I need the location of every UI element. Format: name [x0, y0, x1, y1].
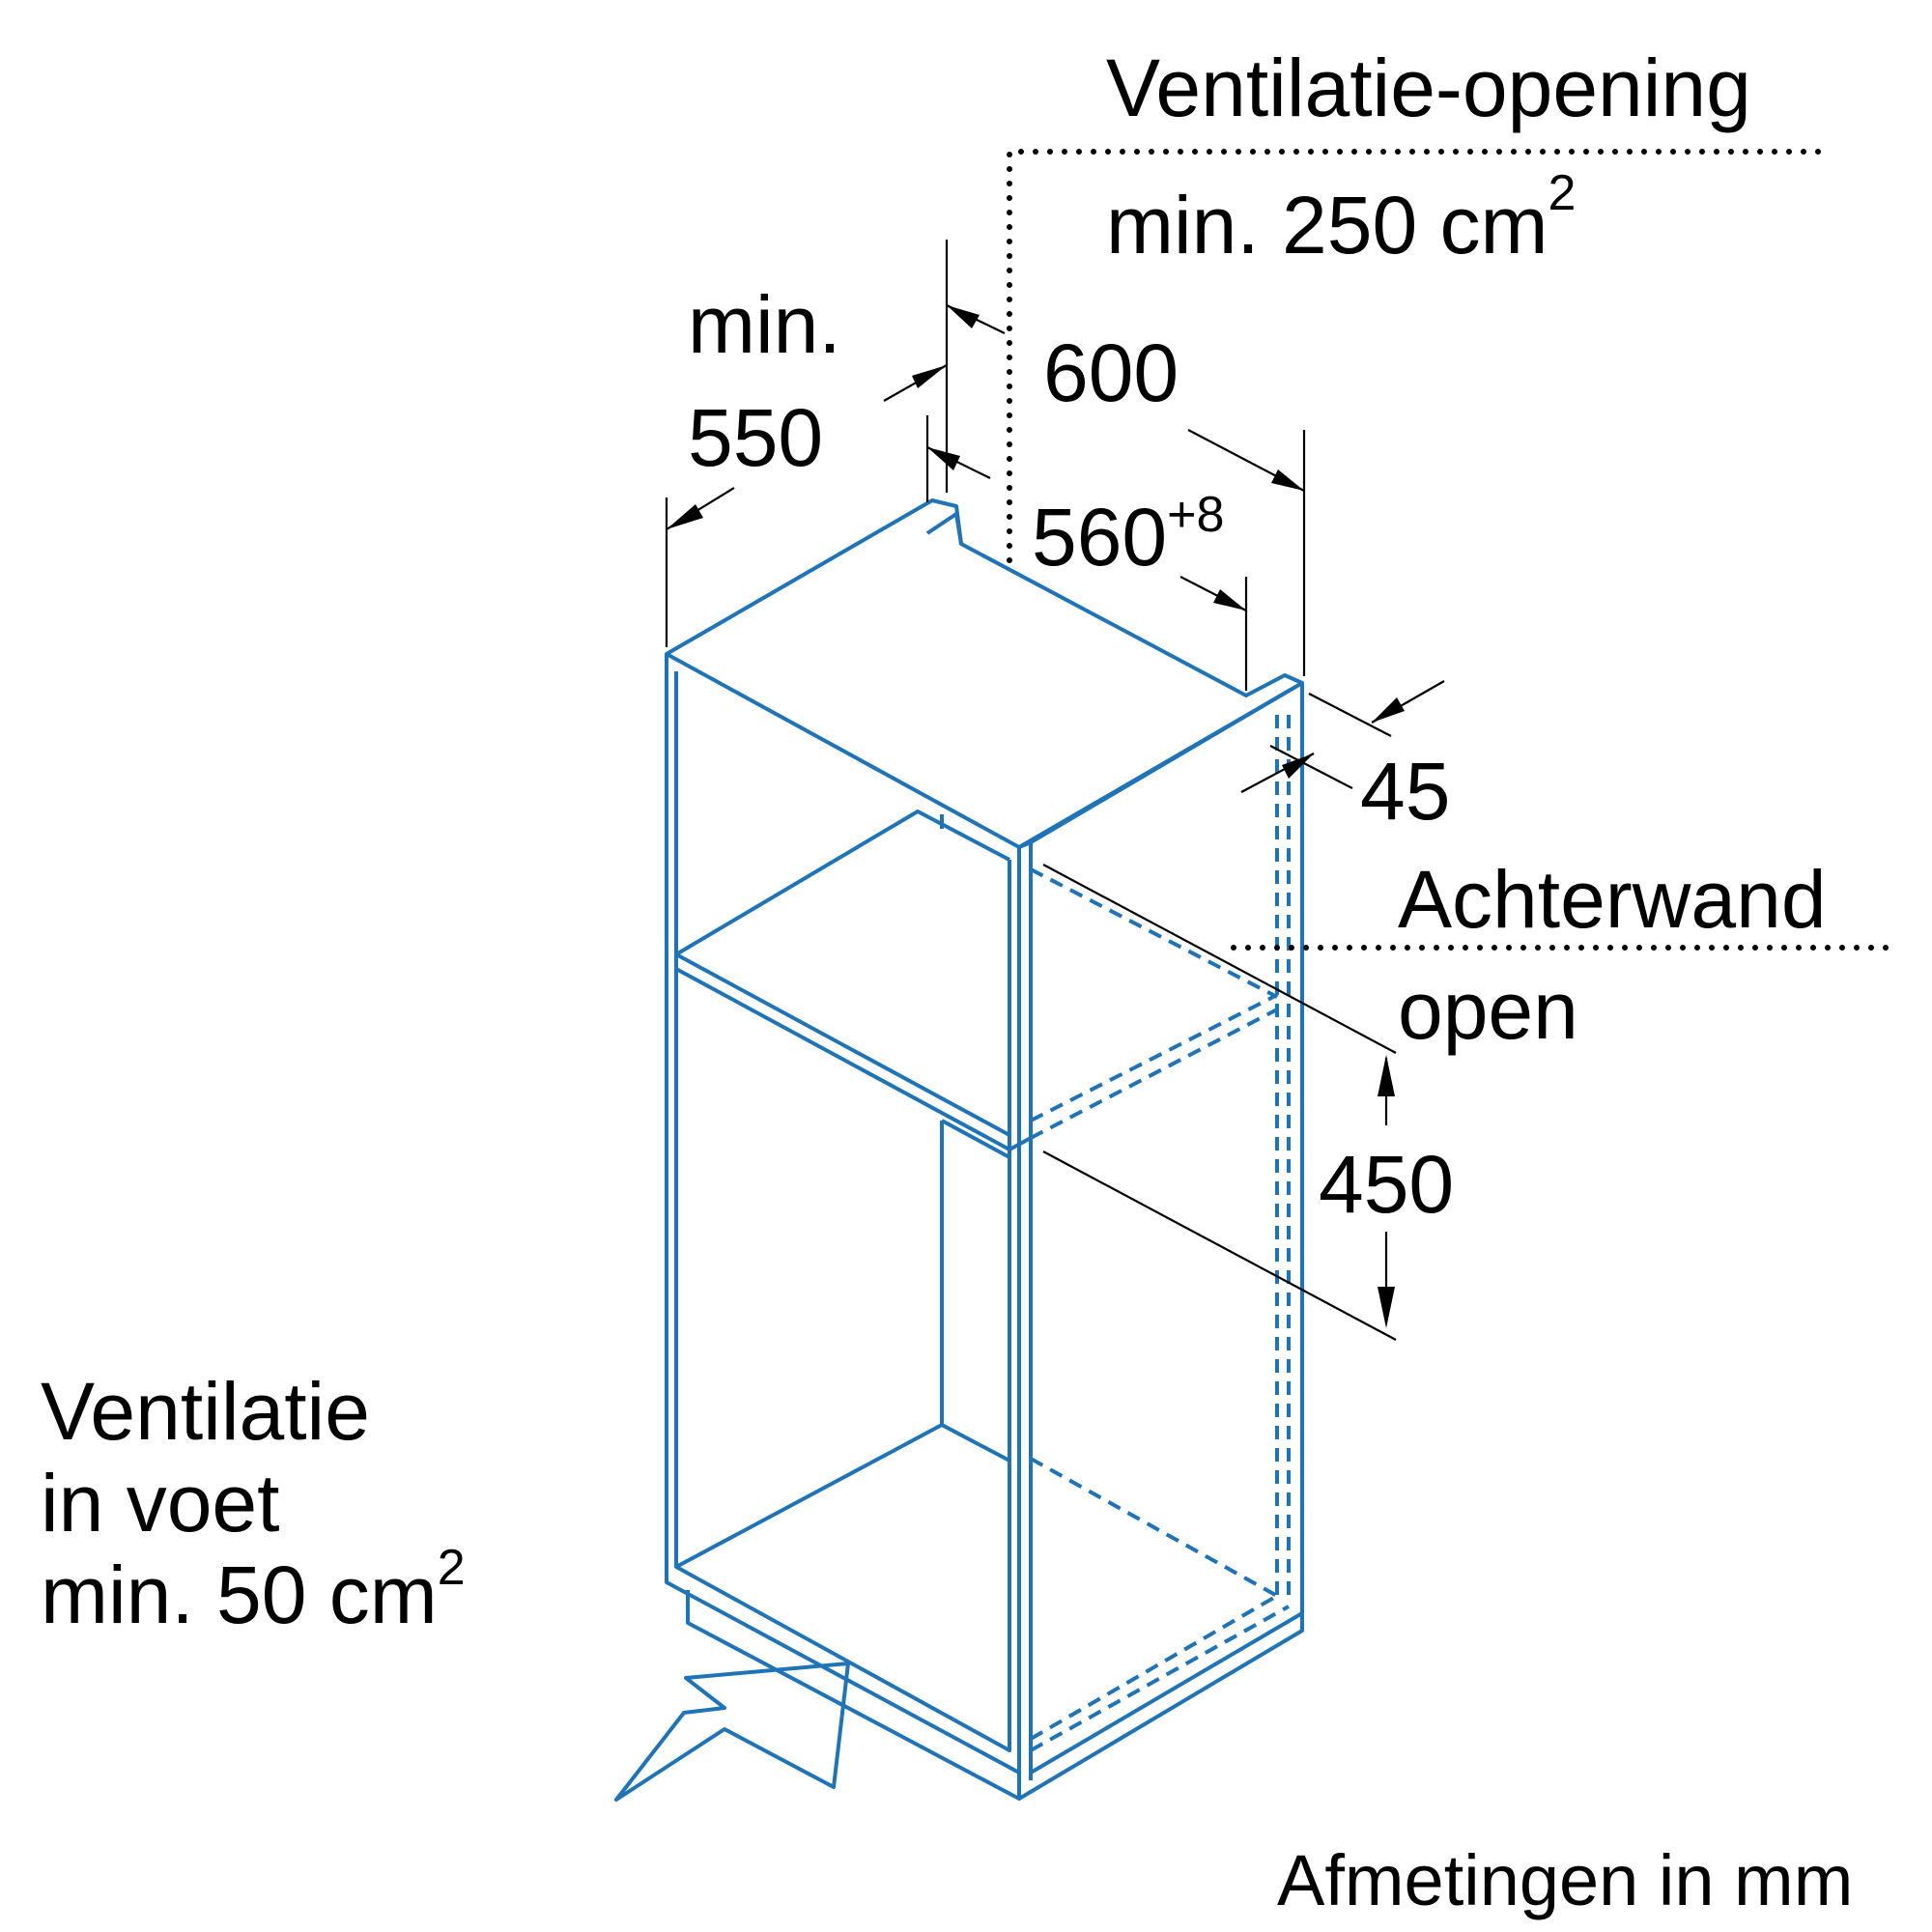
- vent-base-line-3-text: min. 50 cm: [41, 1549, 438, 1640]
- vent-base-line-3-sup: 2: [438, 1540, 466, 1596]
- vent-top-area-text: min. 250 cm: [1106, 180, 1548, 270]
- dim-550-arrow-right: [912, 365, 947, 388]
- lower-rear-top: [941, 1119, 1010, 1159]
- dim-450-ext-bottom: [1042, 1151, 1397, 1341]
- hidden-shelf-rear-1: [1030, 993, 1278, 1122]
- vent-top-title: Ventilatie-opening: [1106, 43, 1751, 133]
- hidden-floor-right-1: [1029, 1594, 1279, 1741]
- dim-450-ext-top: [1042, 864, 1397, 1054]
- vent-opening-dotted-leader: [1007, 149, 1829, 563]
- units-note: Afmetingen in mm: [1277, 1840, 1853, 1920]
- dim-560-arrow: [1213, 589, 1246, 611]
- hidden-floor-right-2: [1030, 1605, 1290, 1752]
- inflow-arrow-icon: [614, 1662, 850, 1802]
- hidden-floor-rear: [1030, 1457, 1278, 1598]
- dim-600-arrow: [1271, 469, 1304, 491]
- dim-450-label: 450: [1319, 1139, 1454, 1230]
- vent-base-line-1: Ventilatie: [41, 1366, 370, 1457]
- dim-top-arrow-b: [927, 447, 960, 470]
- cabinet-drawing: [665, 498, 1304, 1801]
- width-inner-sup: +8: [1167, 487, 1224, 543]
- back-wall-label-2: open: [1398, 965, 1578, 1056]
- dim-450-arrow-down: [1378, 1287, 1395, 1328]
- dim-45-ext-b: [1269, 745, 1353, 789]
- vent-base-line-2: in voet: [41, 1458, 280, 1548]
- cabinet-top-front-right: [1029, 681, 1304, 844]
- lower-rear-bottom: [941, 1423, 1010, 1463]
- hidden-shelf-rear-2: [1030, 1008, 1278, 1140]
- niche-shelf-top: [674, 810, 1010, 956]
- dim-550-arrow-left: [667, 504, 703, 529]
- width-inner-text: 560: [1032, 492, 1167, 582]
- dim-450-arrow-up: [1378, 1055, 1395, 1096]
- back-wall-label-1: Achterwand: [1398, 854, 1827, 945]
- min-depth-value: 550: [688, 392, 823, 483]
- cabinet-left-side: [665, 654, 1021, 1775]
- niche-shelf-front: [675, 952, 1011, 1151]
- dimension-lines: [665, 240, 1445, 1341]
- width-outer-label: 600: [1043, 327, 1179, 418]
- vent-base-line-3: min. 50 cm2: [41, 1540, 466, 1640]
- niche-shelf-corner: [1009, 1136, 1032, 1151]
- dim-top-arrow-a: [947, 305, 980, 328]
- cabinet-floor: [675, 1423, 943, 1569]
- cabinet-left-side-inner: [674, 671, 1011, 1752]
- min-depth-prefix: min.: [688, 279, 841, 370]
- cabinet-plinth: [686, 1590, 1304, 1801]
- hidden-rear-top: [1030, 867, 1278, 999]
- dim-45-label: 45: [1360, 746, 1450, 837]
- dim-45-ext-a: [1308, 693, 1392, 737]
- dim-45-arrow-a: [1372, 697, 1405, 723]
- dim-45-arrow-b: [1282, 753, 1314, 779]
- vent-top-area: min. 250 cm2: [1106, 165, 1576, 270]
- cabinet-top-panel: [665, 498, 1304, 849]
- width-inner-label: 560+8: [1032, 487, 1224, 582]
- cabinet-top-rear-strip: [925, 512, 963, 545]
- cabinet-corner: [1018, 840, 1032, 849]
- vent-top-area-sup: 2: [1548, 165, 1577, 221]
